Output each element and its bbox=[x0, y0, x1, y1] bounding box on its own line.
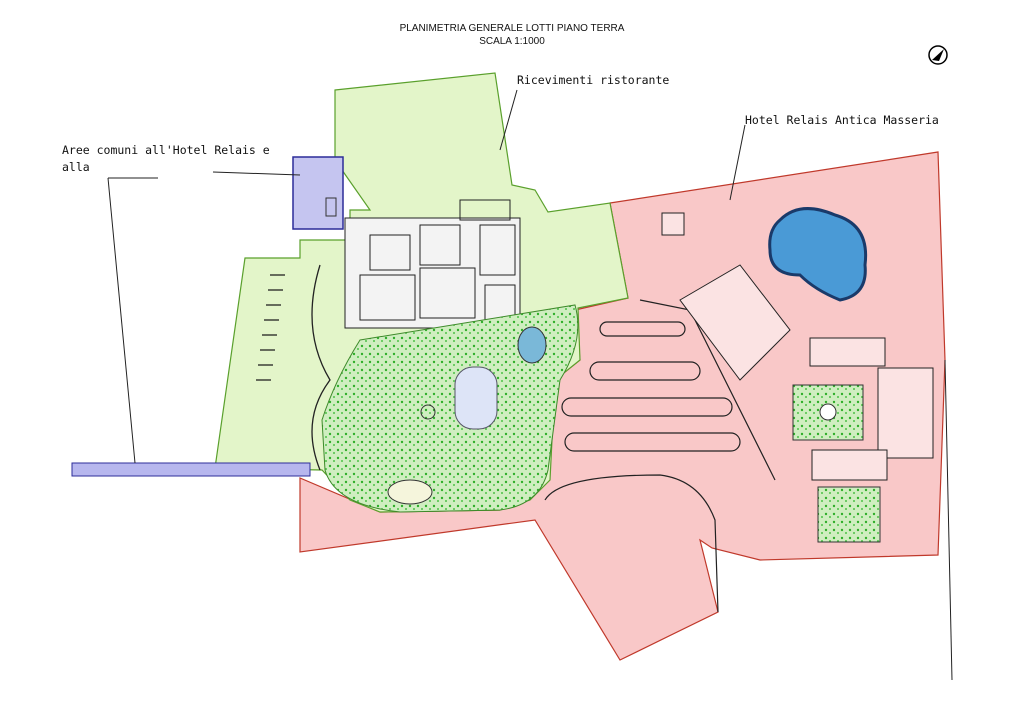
courtyard-garden bbox=[792, 384, 864, 441]
label-aree-comuni-2: alla bbox=[62, 160, 90, 174]
central-garden bbox=[321, 304, 579, 513]
blue-building bbox=[292, 156, 344, 230]
label-hotel: Hotel Relais Antica Masseria bbox=[745, 113, 939, 127]
leader-lines bbox=[107, 89, 953, 681]
plan-scale: SCALA 1:1000 bbox=[479, 36, 545, 47]
left-parking bbox=[256, 264, 331, 471]
label-ricevimenti: Ricevimenti ristorante bbox=[517, 73, 670, 87]
north-arrow-icon bbox=[928, 45, 948, 65]
center-parking bbox=[544, 299, 776, 613]
main-building bbox=[344, 199, 521, 329]
lower-garden bbox=[817, 486, 881, 543]
plan-title: PLANIMETRIA GENERALE LOTTI PIANO TERRA bbox=[399, 23, 625, 34]
hotel-buildings bbox=[661, 212, 934, 481]
pool bbox=[768, 207, 868, 302]
access-road bbox=[71, 462, 311, 477]
label-aree-comuni-1: Aree comuni all'Hotel Relais e bbox=[62, 143, 270, 157]
